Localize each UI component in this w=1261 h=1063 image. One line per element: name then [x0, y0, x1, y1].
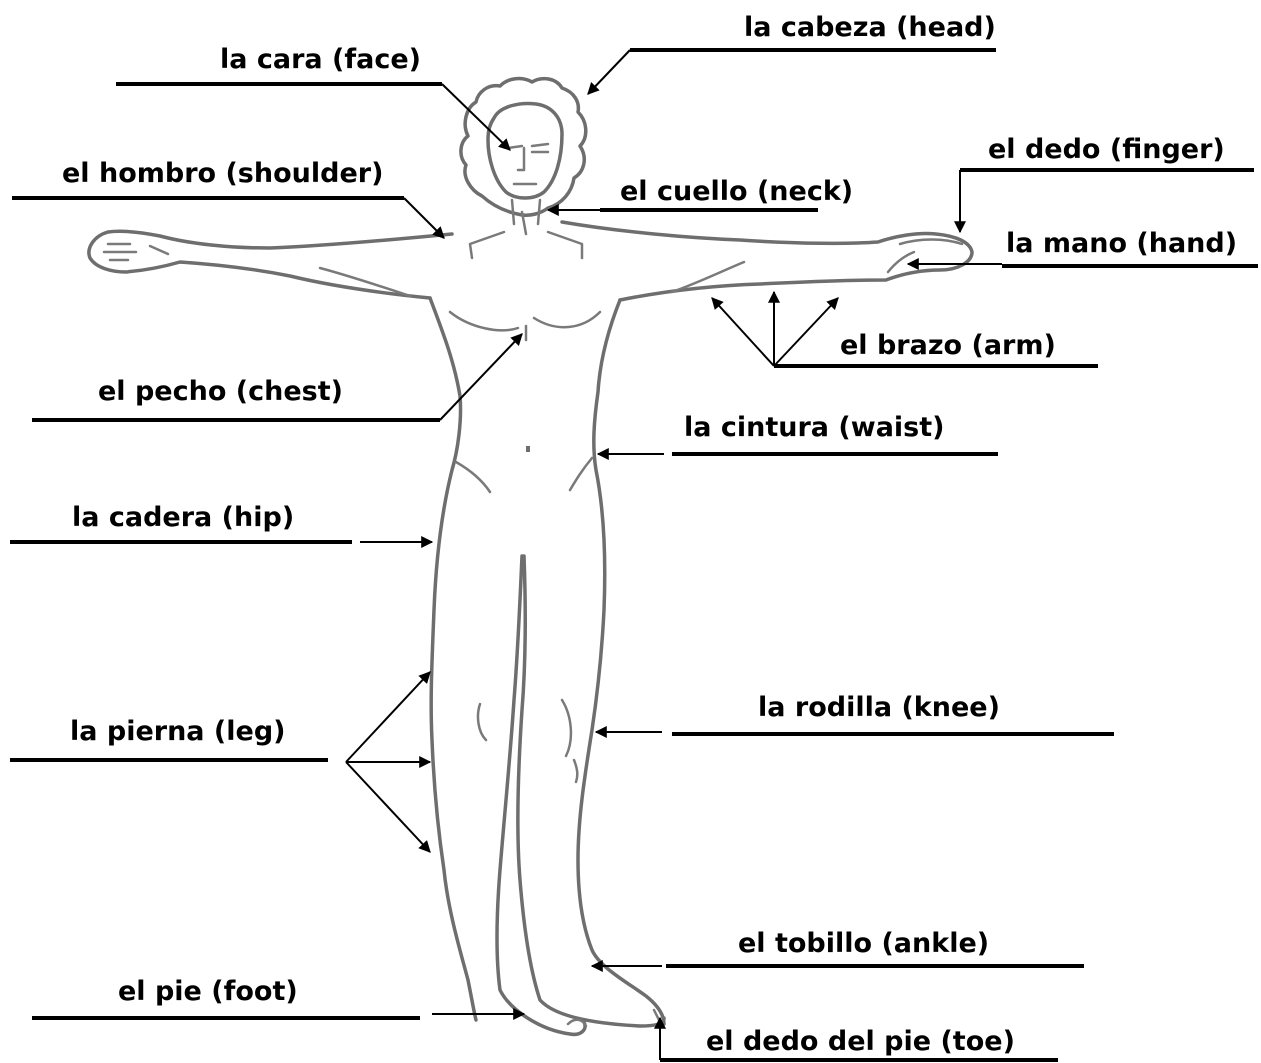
label-waist: la cintura (waist)	[684, 412, 945, 443]
torso-left-outline	[428, 296, 478, 1022]
label-group-foot: el pie (foot)	[32, 976, 526, 1020]
label-leg: la pierna (leg)	[70, 716, 286, 747]
label-group-face: la cara (face)	[116, 44, 511, 151]
label-chest: el pecho (chest)	[98, 376, 343, 407]
label-group-leg: la pierna (leg)	[10, 671, 432, 853]
inner-right-leg	[516, 554, 666, 1028]
label-shoulder: el hombro (shoulder)	[62, 158, 383, 189]
inner-left-leg	[495, 554, 587, 1037]
label-group-hand: la mano (hand)	[906, 228, 1258, 270]
label-group-head: la cabeza (head)	[587, 12, 996, 95]
label-head: la cabeza (head)	[744, 12, 996, 43]
label-group-neck: el cuello (neck)	[546, 176, 853, 216]
label-group-waist: la cintura (waist)	[596, 412, 998, 460]
navel	[526, 446, 530, 452]
label-group-toe: el dedo del pie (toe)	[654, 1016, 1058, 1062]
label-hip: la cadera (hip)	[72, 502, 294, 533]
label-ankle: el tobillo (ankle)	[738, 928, 989, 959]
label-group-hip: la cadera (hip)	[10, 502, 434, 548]
arrow-arm-1	[711, 297, 775, 367]
neck-lines	[510, 198, 542, 236]
label-toe: el dedo del pie (toe)	[706, 1026, 1015, 1057]
right-arm-outline	[560, 220, 974, 302]
human-figure	[87, 76, 974, 1037]
label-hand: la mano (hand)	[1006, 228, 1237, 259]
label-knee: la rodilla (knee)	[758, 692, 1000, 723]
arrow-chest	[439, 333, 523, 421]
collarbones	[468, 230, 584, 260]
right-hand-fingers	[886, 238, 964, 274]
label-arm: el brazo (arm)	[840, 330, 1056, 361]
arrow-leg-1	[345, 671, 431, 763]
left-arm-underline	[318, 266, 412, 298]
arrow-face	[441, 83, 511, 151]
left-arm-upper-outline	[87, 229, 454, 300]
label-group-knee: la rodilla (knee)	[594, 692, 1114, 738]
label-foot: el pie (foot)	[118, 976, 298, 1007]
face-outline	[486, 101, 564, 200]
nose	[516, 146, 526, 172]
label-group-finger: el dedo (finger)	[954, 134, 1254, 234]
hair-outline	[459, 76, 588, 217]
knee-lines	[476, 698, 579, 784]
label-face: la cara (face)	[220, 44, 421, 75]
torso-right-outline	[576, 298, 666, 1026]
chest-lines	[448, 310, 602, 342]
arrow-arm-3	[773, 297, 839, 367]
right-arm-underline	[670, 260, 746, 294]
label-group-chest: el pecho (chest)	[32, 333, 523, 422]
hip-creases	[454, 456, 594, 494]
arrow-leg-3	[345, 761, 431, 853]
label-group-shoulder: el hombro (shoulder)	[12, 158, 445, 239]
label-neck: el cuello (neck)	[620, 176, 853, 207]
label-group-ankle: el tobillo (ankle)	[590, 928, 1084, 972]
arrow-head	[587, 49, 631, 95]
left-hand-fingers	[102, 242, 170, 262]
label-finger: el dedo (finger)	[988, 134, 1225, 165]
arrow-shoulder	[403, 197, 445, 239]
eyes	[506, 142, 550, 154]
label-group-arm: el brazo (arm)	[711, 290, 1098, 368]
